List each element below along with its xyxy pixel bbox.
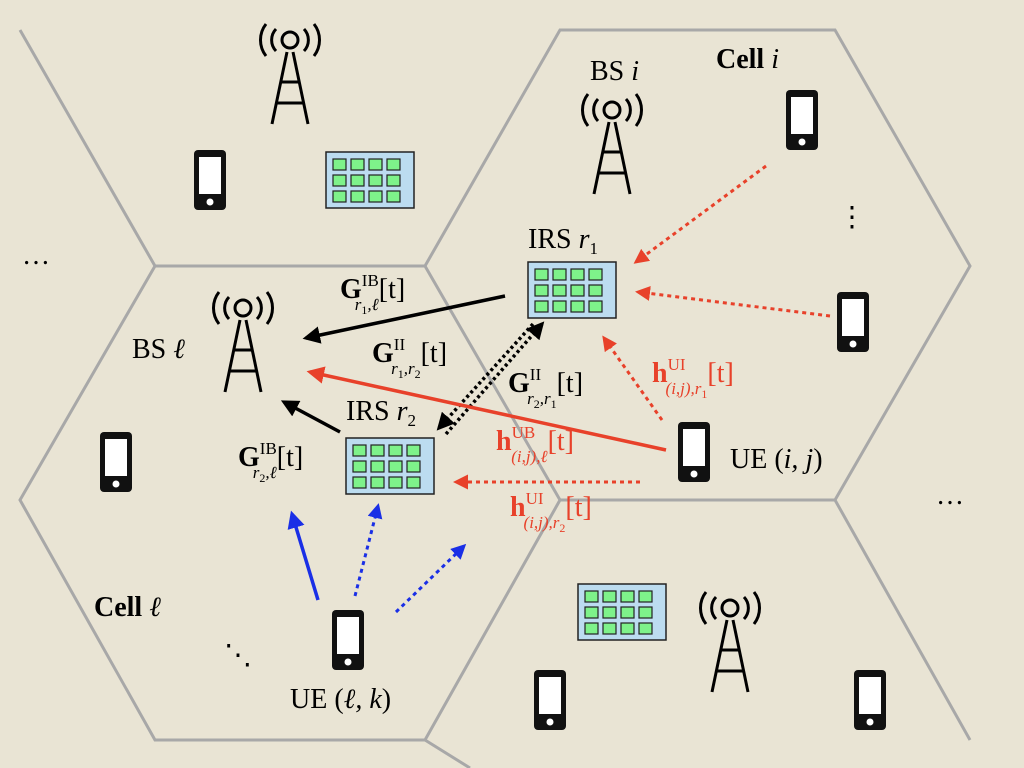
arrow-ue-lk-to-r2 xyxy=(353,503,383,597)
arrow-g-ib-r1 xyxy=(302,294,506,344)
ue-lk-phone-icon xyxy=(332,610,364,670)
ue-phone-icon xyxy=(534,670,566,730)
cell-borders xyxy=(18,28,972,768)
ue-phone-icon xyxy=(837,292,869,352)
ue-ij-label: UE (i, j) xyxy=(730,444,823,475)
irs-r2-label: IRS r2 xyxy=(346,396,416,430)
arrow-g-ii-r1r2 xyxy=(436,322,535,431)
irs-r1-panel-icon xyxy=(527,261,617,319)
arrow-ue-top-to-r1 xyxy=(633,164,767,264)
ue-phone-icon xyxy=(194,150,226,210)
irs-r1-label: IRS r1 xyxy=(528,224,598,258)
label-h-ui-r2: hUI(i,j),r2[t] xyxy=(510,489,592,535)
label-h-ub: hUB(i,j),ℓ[t] xyxy=(496,423,574,466)
base-station-tower-icon xyxy=(258,22,322,126)
cell-border-cell-i xyxy=(423,28,972,502)
arrow-ue-lk-to-cell-i xyxy=(394,543,467,614)
irs-panel-icon xyxy=(577,583,667,641)
cell-border-bottom-edge xyxy=(424,738,471,768)
ellipsis-left: … xyxy=(22,240,50,271)
bs-l-tower-icon xyxy=(211,290,275,394)
cell-border-top-left xyxy=(18,29,157,267)
ue-phone-icon xyxy=(786,90,818,150)
arrow-h-ui-r1 xyxy=(602,335,664,421)
irs-panel-icon xyxy=(325,151,415,209)
cell-border-bottom-right xyxy=(833,499,972,741)
irs-r2-panel-icon xyxy=(345,437,435,495)
bs-i-label: BS i xyxy=(590,56,639,87)
arrow-g-ii-r2r1 xyxy=(444,321,545,436)
ue-ij-phone-icon xyxy=(678,422,710,482)
ue-lk-label: UE (ℓ, k) xyxy=(290,684,391,715)
cell-i-label: Cell i xyxy=(716,44,779,75)
label-h-ui-r1: hUI(i,j),r1[t] xyxy=(652,355,734,401)
arrow-g-ib-r2 xyxy=(280,400,341,434)
base-station-tower-icon xyxy=(698,590,762,694)
cell-l-label: Cell ℓ xyxy=(94,592,161,623)
arrow-h-ub xyxy=(306,366,667,452)
ellipsis-right: … xyxy=(936,480,964,511)
bs-i-tower-icon xyxy=(580,92,644,196)
bs-l-label: BS ℓ xyxy=(132,334,185,365)
channel-arrows xyxy=(280,164,831,614)
ue-phone-icon xyxy=(854,670,886,730)
arrow-ue-lk-to-bs xyxy=(287,510,320,601)
ellipsis-vertical: ⋮ xyxy=(838,202,866,233)
cell-border-cell-l xyxy=(18,264,562,742)
ue-phone-icon xyxy=(100,432,132,492)
ellipsis-bottom: ⋱ xyxy=(224,640,252,671)
arrow-ue-right-to-r1 xyxy=(635,286,831,318)
